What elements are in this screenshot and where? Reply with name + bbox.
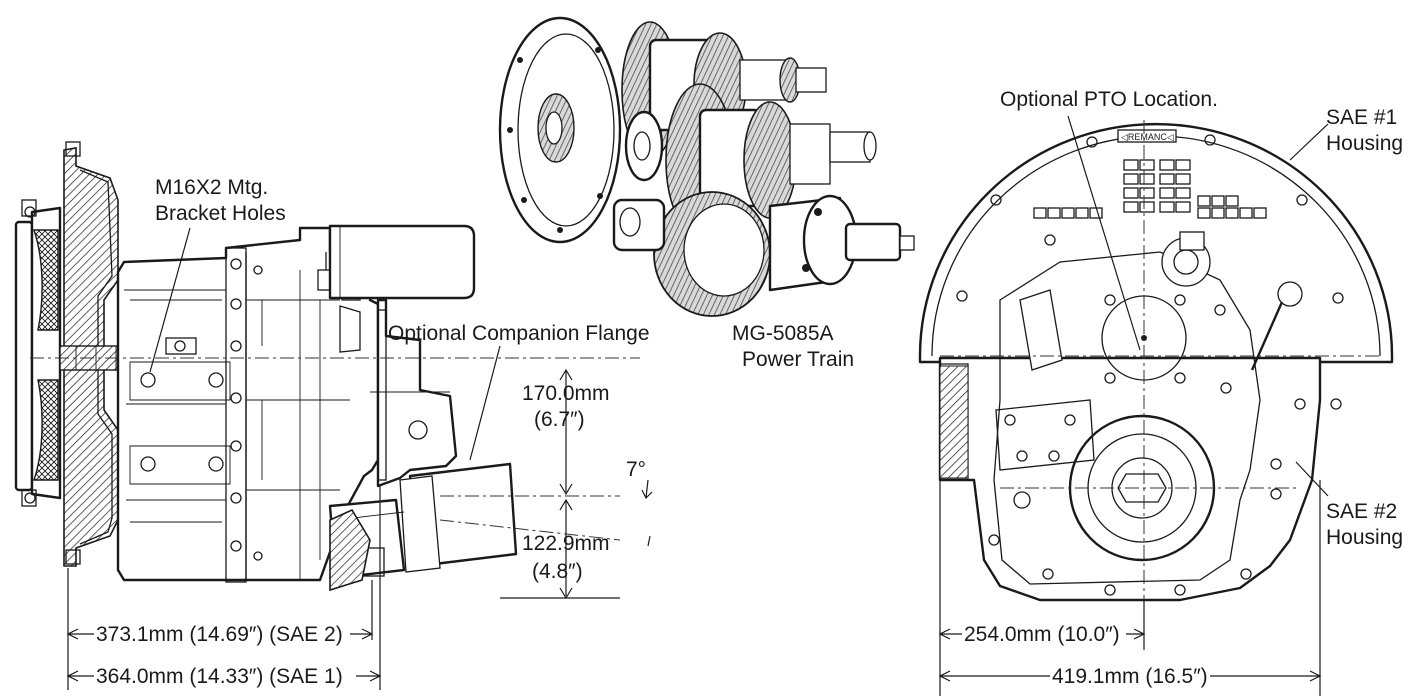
dim-122	[559, 498, 573, 600]
dim-364-text: 364.0mm (14.33″) (SAE 1)	[96, 665, 343, 688]
actuator-cylinder	[328, 224, 476, 300]
angle-label: 7°	[626, 458, 646, 481]
coupling-disc	[14, 199, 62, 507]
dim-364	[66, 664, 382, 688]
sae1-leader	[1289, 123, 1329, 161]
dim-170-inch-text: (6.7″)	[534, 408, 585, 431]
housing-bolts	[956, 134, 1344, 596]
companion-flange-leader	[469, 345, 501, 461]
dim-373-text: 373.1mm (14.69″) (SAE 2)	[96, 623, 343, 646]
sae2-leader	[1295, 461, 1329, 497]
dim-373	[66, 622, 374, 646]
sae1-label-1: SAE #1	[1326, 106, 1397, 129]
mtg-holes-leader	[149, 227, 191, 373]
sae1-housing-outline	[918, 122, 1394, 364]
dim-419	[938, 664, 1322, 688]
nameplate-text: ◁REMANC◁	[1121, 132, 1174, 142]
pto-leader	[1067, 115, 1141, 351]
front-view: ◁REMANC◁	[918, 120, 1394, 696]
pto-location-label: Optional PTO Location.	[1000, 88, 1218, 111]
mtg-holes-label-2: Bracket Holes	[155, 202, 286, 225]
power-train-label-2: Power Train	[742, 348, 854, 371]
gearbox-body	[116, 226, 380, 583]
dim-419-text: 419.1mm (16.5″)	[1052, 665, 1208, 688]
side-view	[14, 141, 640, 690]
sae1-label-2: Housing	[1326, 132, 1403, 155]
dim-170-text: 170.0mm	[522, 382, 610, 405]
dim-122-text: 122.9mm	[522, 532, 610, 555]
companion-flange-label: Optional Companion Flange	[388, 322, 650, 345]
dim-170	[559, 368, 573, 496]
power-train-illustration	[498, 16, 915, 317]
dim-254	[938, 622, 1146, 646]
output-housing	[370, 298, 458, 488]
sae2-label-1: SAE #2	[1326, 500, 1397, 523]
sae2-housing-outline	[938, 356, 1322, 602]
mtg-holes-label-1: M16X2 Mtg.	[155, 176, 268, 199]
sae2-label-2: Housing	[1326, 526, 1403, 549]
connector-blocks	[1033, 159, 1267, 219]
dim-122-inch-text: (4.8″)	[532, 560, 583, 583]
dim-254-text: 254.0mm (10.0″)	[964, 623, 1120, 646]
power-train-label-1: MG-5085A	[732, 322, 834, 345]
